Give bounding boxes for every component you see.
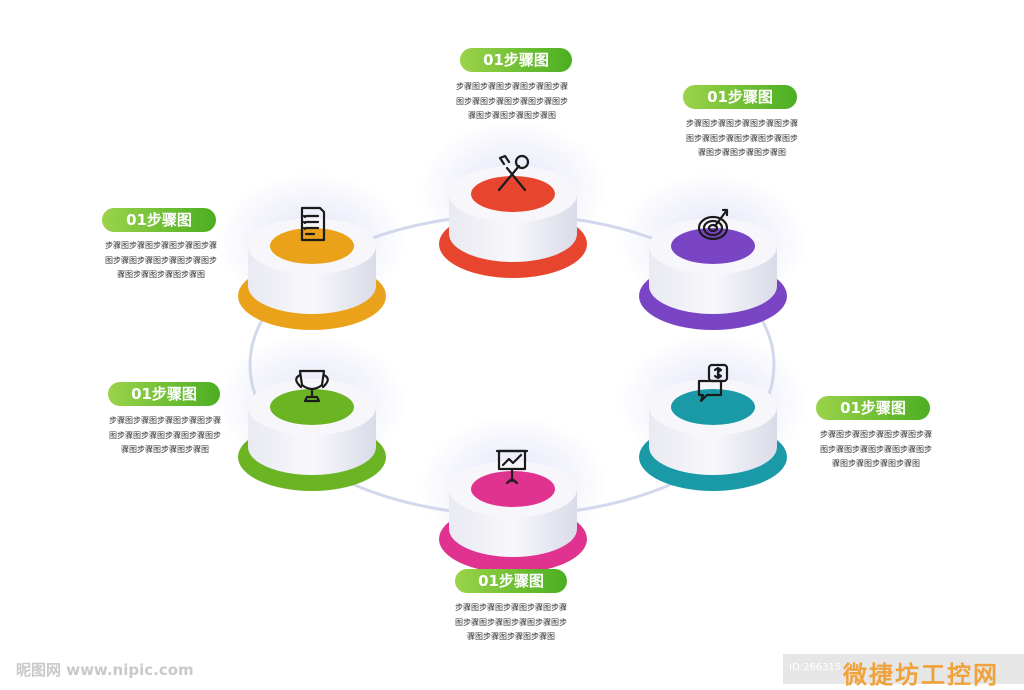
step-description-line: 图步骤图步骤图步骤图步骤图步 [456, 96, 568, 106]
step-node [618, 172, 808, 330]
step-title-pill: 01步骤图 [683, 85, 797, 109]
step-description-line: 图步骤图步骤图步骤图步骤图步 [105, 255, 217, 265]
step-description-line: 骤图步骤图步骤图步骤图 [121, 445, 209, 454]
step-description: 步骤图步骤图步骤图步骤图步骤图步骤图步骤图步骤图步骤图步骤图步骤图步骤图步骤图 [672, 117, 812, 161]
node-color-disc [671, 228, 755, 264]
step-description-line: 步骤图步骤图步骤图步骤图步骤 [109, 416, 221, 425]
step-description-line: 骤图步骤图步骤图步骤图 [468, 111, 556, 120]
step-node [418, 415, 608, 573]
watermark-id: ID:266315 [789, 662, 842, 673]
step-description-line: 步骤图步骤图步骤图步骤图步骤 [686, 119, 798, 128]
step-description: 步骤图步骤图步骤图步骤图步骤图步骤图步骤图步骤图步骤图步骤图步骤图步骤图步骤图 [441, 601, 581, 645]
step-description-line: 图步骤图步骤图步骤图步骤图步 [109, 430, 221, 440]
node-color-disc [270, 228, 354, 264]
trophy-icon [295, 369, 329, 403]
step-title-pill: 01步骤图 [460, 48, 572, 72]
step-title-pill: 01步骤图 [816, 396, 930, 420]
step-description: 步骤图步骤图步骤图步骤图步骤图步骤图步骤图步骤图步骤图步骤图步骤图步骤图步骤图 [442, 80, 582, 124]
step-description-line: 骤图步骤图步骤图步骤图 [698, 148, 786, 157]
step-description-line: 步骤图步骤图步骤图步骤图步骤 [820, 430, 932, 439]
step-description-line: 图步骤图步骤图步骤图步骤图步 [820, 444, 932, 454]
step-description-line: 骤图步骤图步骤图步骤图 [117, 270, 205, 279]
step-node [217, 333, 407, 491]
step-description-line: 图步骤图步骤图步骤图步骤图步 [455, 617, 567, 627]
step-title-pill: 01步骤图 [102, 208, 216, 232]
watermark-brand: 微捷坊工控网 [843, 661, 999, 689]
step-description-line: 步骤图步骤图步骤图步骤图步骤 [455, 603, 567, 612]
watermark-nipic: 昵图网 www.nipic.com [16, 661, 194, 679]
step-node [418, 120, 608, 278]
node-color-disc [270, 389, 354, 425]
node-color-disc [471, 176, 555, 212]
checklist-icon [300, 206, 326, 242]
money-chat-icon [697, 363, 729, 403]
step-description: 步骤图步骤图步骤图步骤图步骤图步骤图步骤图步骤图步骤图步骤图步骤图步骤图步骤图 [806, 428, 946, 472]
step-description-line: 骤图步骤图步骤图步骤图 [832, 459, 920, 468]
target-icon [697, 208, 729, 241]
step-description-line: 步骤图步骤图步骤图步骤图步骤 [456, 82, 568, 91]
step-description-line: 步骤图步骤图步骤图步骤图步骤 [105, 241, 217, 250]
step-description-line: 图步骤图步骤图步骤图步骤图步 [686, 133, 798, 143]
wrench-screwdriver-icon [497, 154, 530, 192]
node-color-disc [671, 389, 755, 425]
step-node [618, 333, 808, 491]
step-description-line: 骤图步骤图步骤图步骤图 [467, 632, 555, 641]
presentation-chart-icon [495, 449, 529, 485]
node-color-disc [471, 471, 555, 507]
step-title-pill: 01步骤图 [108, 382, 220, 406]
step-node [217, 172, 407, 330]
watermark-brand-badge: ID:266315 微捷坊工控网 [783, 654, 1024, 689]
step-title-pill: 01步骤图 [455, 569, 567, 593]
step-description: 步骤图步骤图步骤图步骤图步骤图步骤图步骤图步骤图步骤图步骤图步骤图步骤图步骤图 [91, 239, 231, 283]
step-description: 步骤图步骤图步骤图步骤图步骤图步骤图步骤图步骤图步骤图步骤图步骤图步骤图步骤图 [95, 414, 235, 458]
